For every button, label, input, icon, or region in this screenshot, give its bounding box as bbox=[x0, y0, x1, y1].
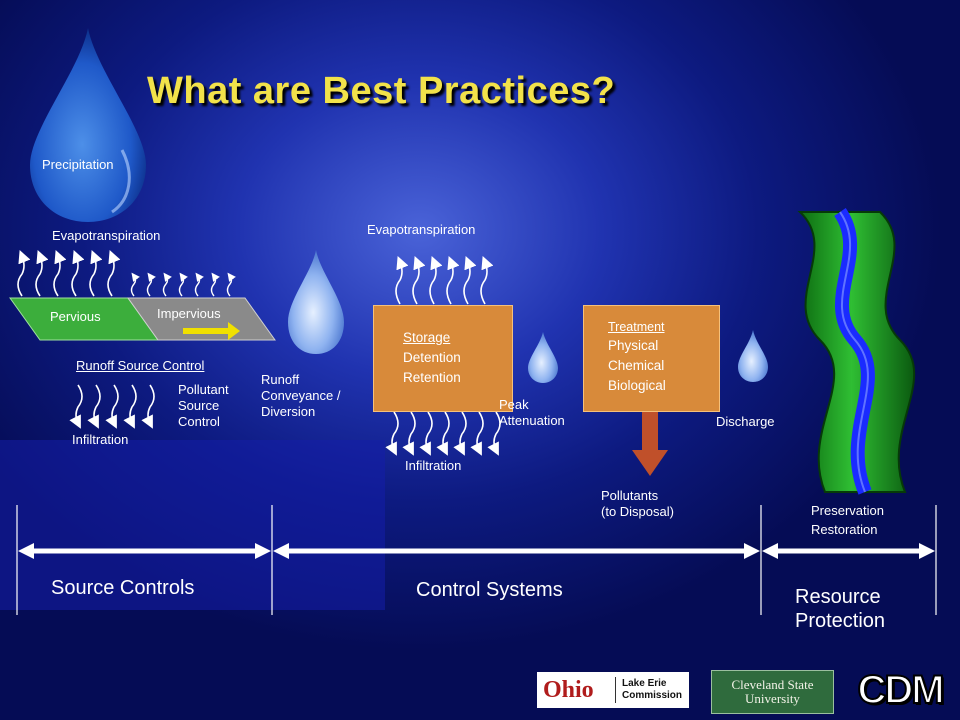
peak-attenuation-label: Peak Attenuation bbox=[499, 397, 565, 428]
treatment-heading: Treatment bbox=[608, 320, 665, 334]
runoff-drop-icon bbox=[288, 250, 344, 354]
discharge-drop-icon bbox=[738, 330, 768, 382]
precipitation-label: Precipitation bbox=[42, 157, 114, 172]
precipitation-drop-icon bbox=[30, 28, 146, 222]
ohio-lake-erie-logo: Ohio Lake Erie Commission bbox=[537, 672, 689, 708]
storage-item: Detention bbox=[403, 350, 461, 365]
treatment-item: Biological bbox=[608, 378, 666, 393]
section-span-arrows bbox=[18, 543, 935, 559]
evapotranspiration-arrows-impervious bbox=[130, 272, 236, 297]
runoff-source-control-label: Runoff Source Control bbox=[76, 358, 205, 373]
treatment-box: Treatment Physical Chemical Biological bbox=[583, 305, 720, 412]
cleveland-state-logo: Cleveland State University bbox=[711, 670, 834, 714]
evapotranspiration-left-label: Evapotranspiration bbox=[52, 228, 161, 243]
storage-box: Storage Detention Retention bbox=[373, 305, 513, 412]
discharge-label: Discharge bbox=[716, 414, 775, 429]
evapotranspiration-arrows-left bbox=[17, 250, 121, 297]
storage-item: Retention bbox=[403, 370, 461, 385]
infiltration-left-label: Infiltration bbox=[72, 432, 129, 447]
runoff-arrow-icon bbox=[183, 322, 240, 340]
pollutants-label: Pollutants (to Disposal) bbox=[601, 488, 674, 519]
impervious-surface bbox=[127, 297, 276, 341]
section-dividers bbox=[16, 505, 937, 615]
treatment-item: Physical bbox=[608, 338, 659, 353]
ohio-logo-text: Ohio bbox=[543, 676, 594, 703]
section-control-systems: Control Systems bbox=[416, 579, 563, 601]
slide-title: What are Best Practices? bbox=[147, 70, 616, 112]
impervious-label: Impervious bbox=[157, 306, 221, 321]
pollutants-arrow-icon bbox=[632, 412, 668, 476]
infiltration-arrows-left bbox=[69, 384, 155, 429]
evapotranspiration-mid-label: Evapotranspiration bbox=[367, 222, 476, 237]
section-resource-protection: Resource Protection bbox=[795, 586, 886, 632]
pervious-label: Pervious bbox=[50, 309, 101, 324]
evapotranspiration-arrows-mid bbox=[395, 256, 494, 305]
infiltration-mid-label: Infiltration bbox=[405, 458, 462, 473]
cdm-logo: CDM bbox=[856, 667, 945, 713]
peak-attenuation-drop-icon bbox=[528, 332, 558, 383]
lower-band bbox=[0, 440, 385, 610]
runoff-conveyance-label: Runoff Conveyance / Diversion bbox=[261, 372, 341, 419]
storage-heading: Storage bbox=[403, 330, 451, 345]
pollutant-source-control-label: Pollutant Source Control bbox=[178, 382, 229, 429]
section-source-controls: Source Controls bbox=[51, 577, 195, 599]
treatment-item: Chemical bbox=[608, 358, 665, 373]
preservation-label: Preservation Restoration bbox=[811, 503, 884, 537]
infiltration-arrows-mid bbox=[385, 411, 501, 456]
river-graphic bbox=[797, 208, 916, 495]
